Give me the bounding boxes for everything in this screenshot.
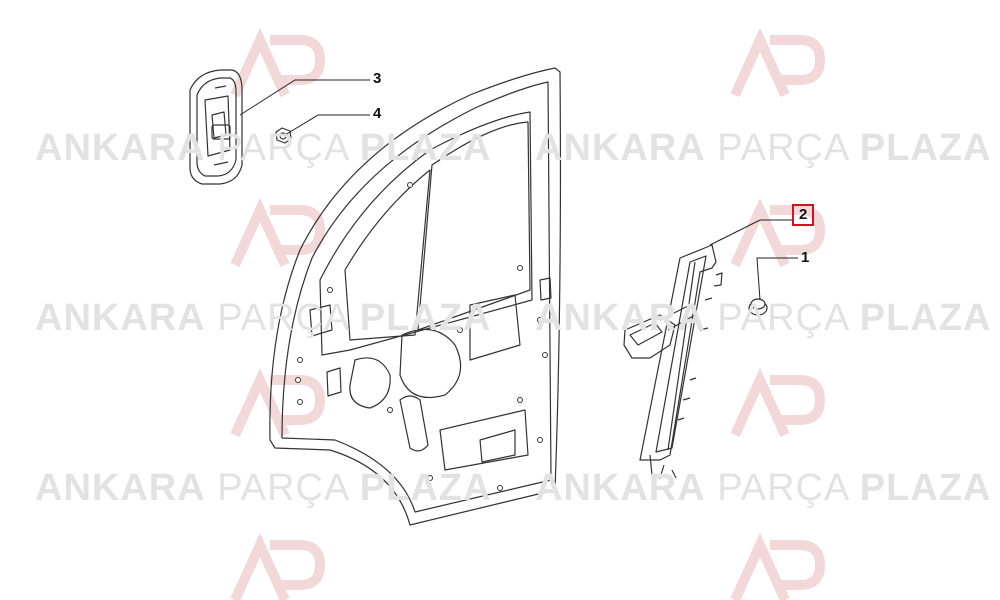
watermark-logo	[230, 367, 326, 438]
window-regulator	[623, 244, 723, 479]
watermark-text: ANKARA PARÇA PLAZA	[35, 467, 492, 509]
watermark-text: ANKARA PARÇA PLAZA	[535, 127, 992, 169]
callout-1[interactable]: 1	[801, 249, 810, 266]
watermark-logo	[730, 532, 826, 600]
watermark-logo	[230, 532, 326, 600]
watermark-logo	[730, 367, 826, 438]
callout-2[interactable]: 2	[792, 204, 815, 226]
watermark-text: ANKARA PARÇA PLAZA	[35, 127, 492, 169]
leader-lines	[239, 79, 798, 301]
callout-4[interactable]: 4	[373, 105, 382, 122]
watermark-text: ANKARA PARÇA PLAZA	[535, 467, 992, 509]
watermark-logo	[230, 197, 326, 268]
watermark-logos	[230, 27, 826, 600]
watermark-text: ANKARA PARÇA PLAZA	[35, 297, 492, 339]
door-holes	[295, 182, 548, 491]
door-panel	[269, 67, 562, 526]
callout-3[interactable]: 3	[373, 70, 382, 87]
plug-part	[748, 298, 768, 316]
watermark-logo	[230, 27, 326, 98]
door-handle-assembly	[189, 69, 243, 185]
watermark-logo	[730, 27, 826, 98]
nut-part	[275, 127, 292, 144]
watermark-logo	[730, 197, 826, 268]
watermark-text: ANKARA PARÇA PLAZA	[535, 297, 992, 339]
